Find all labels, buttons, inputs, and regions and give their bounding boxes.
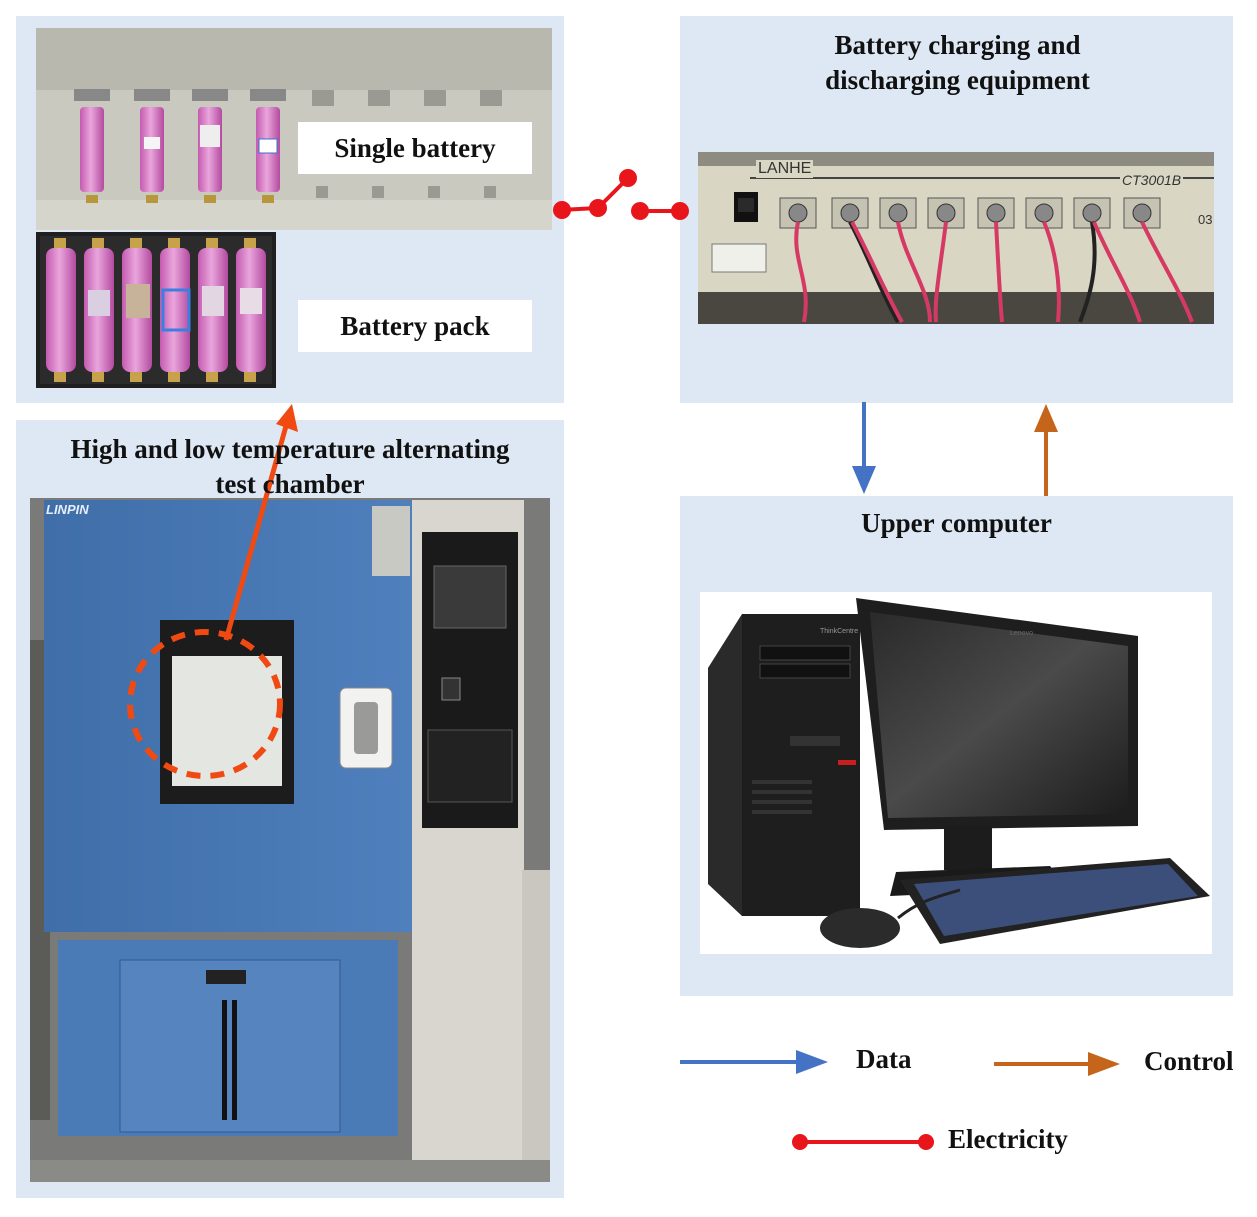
electricity-switch-connector xyxy=(553,169,689,220)
monitor-brand: Lenovo xyxy=(1010,630,1033,637)
equipment-brand: LANHE xyxy=(756,160,814,178)
control-arrow-up xyxy=(1034,404,1058,496)
chamber-title: High and low temperature alternating tes… xyxy=(22,432,558,502)
battery-pack-photo xyxy=(36,232,276,388)
chamber-brand: LINPIN xyxy=(46,502,89,517)
data-arrow-down xyxy=(852,402,876,494)
legend-control-arrow xyxy=(994,1052,1120,1076)
chamber-title-line2: test chamber xyxy=(215,469,365,499)
test-chamber-photo xyxy=(30,498,550,1182)
battery-pack-label: Battery pack xyxy=(298,300,532,352)
single-battery-photo xyxy=(36,28,552,230)
equipment-title-line1: Battery charging and xyxy=(834,30,1081,60)
legend-data-label: Data xyxy=(856,1044,912,1074)
single-battery-label: Single battery xyxy=(298,122,532,174)
chamber-title-line1: High and low temperature alternating xyxy=(70,434,510,464)
legend-control-label: Control xyxy=(1144,1046,1234,1076)
equipment-title: Battery charging and discharging equipme… xyxy=(700,28,1215,98)
highlight-circle xyxy=(127,629,283,779)
equipment-title-line2: discharging equipment xyxy=(825,65,1090,95)
chamber-to-battery-arrow xyxy=(223,404,298,641)
legend-electricity-label: Electricity xyxy=(948,1124,1068,1154)
tower-brand: ThinkCentre xyxy=(820,628,859,635)
equipment-code: 03 xyxy=(1198,212,1213,227)
legend-electricity-line xyxy=(792,1134,934,1150)
equipment-model: CT3001B xyxy=(1120,172,1184,188)
legend-data-arrow xyxy=(680,1050,828,1074)
computer-photo xyxy=(700,592,1212,954)
computer-title: Upper computer xyxy=(861,508,1052,538)
